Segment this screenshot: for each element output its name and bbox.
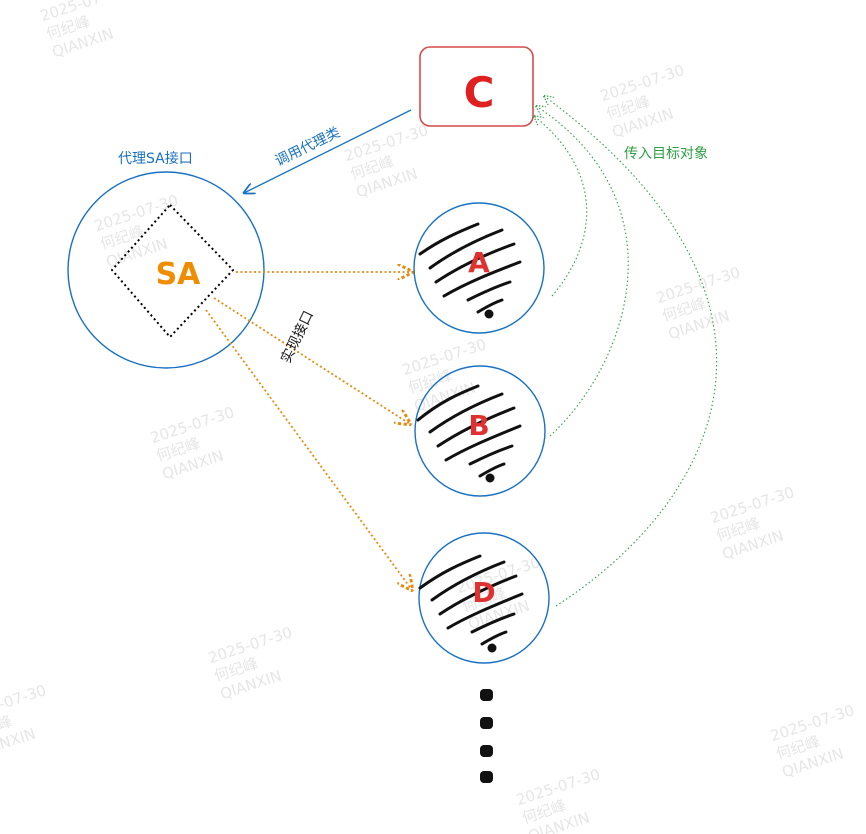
target-d-scribble	[418, 554, 524, 653]
target-a-scribble	[418, 222, 522, 319]
ellipsis-dot	[480, 717, 493, 729]
proxy-interface-label: 代理SA接口	[118, 150, 193, 167]
target-a-node: A	[413, 202, 545, 334]
pass-target-arrows	[534, 96, 718, 607]
implement-interface-label: 实现接口	[277, 308, 317, 366]
pass-arrow-d	[544, 96, 718, 607]
client-label: C	[464, 68, 495, 117]
ellipsis-dot	[480, 689, 493, 701]
pass-target-label: 传入目标对象	[624, 146, 708, 162]
ellipsis-dot	[480, 745, 493, 757]
proxy-circle	[67, 171, 265, 369]
target-b-node: B	[414, 365, 546, 497]
implement-arrow-d	[205, 309, 412, 590]
call-proxy-arrow	[244, 109, 412, 193]
call-proxy-label: 调用代理类	[273, 125, 343, 170]
client-box	[419, 46, 534, 127]
more-targets-ellipsis	[480, 689, 493, 783]
proxy-label: SA	[156, 257, 202, 292]
target-b-scribble	[416, 384, 522, 483]
client-node: C	[419, 46, 534, 127]
target-d-node: D	[418, 532, 550, 664]
ellipsis-dot	[480, 771, 493, 783]
proxy-node: SA	[67, 171, 265, 369]
implement-arrow-b	[213, 297, 410, 424]
target-d-label: D	[472, 576, 495, 609]
pass-arrow-b	[536, 106, 629, 437]
proxy-diamond	[111, 204, 234, 338]
implement-arrows	[205, 272, 412, 590]
target-a-label: A	[468, 246, 490, 279]
target-b-label: B	[468, 409, 489, 442]
pass-arrow-a	[534, 116, 588, 297]
